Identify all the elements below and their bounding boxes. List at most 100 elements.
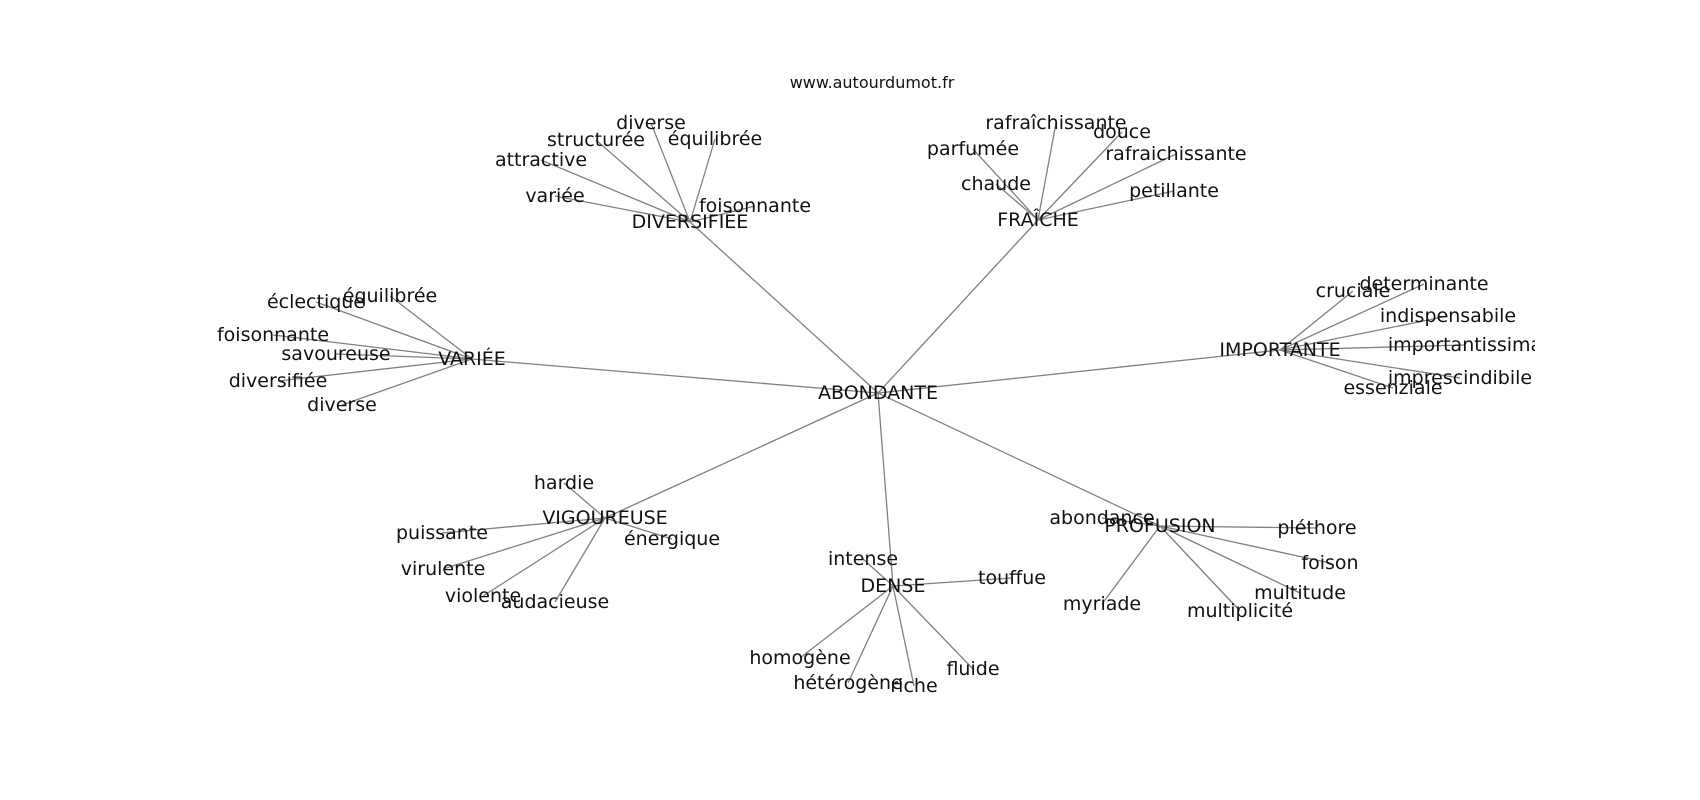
edge-hub-to-leaf — [540, 159, 691, 223]
leaf-node-label: riche — [890, 675, 937, 697]
leaf-node-label: foison — [1301, 552, 1358, 574]
edge-hub-to-leaf — [892, 577, 1013, 587]
edge-hub-to-leaf — [650, 122, 691, 223]
leaf-node-label: éclectique — [267, 291, 365, 313]
leaf-node-label: pléthore — [1277, 517, 1356, 539]
edge-hub-to-leaf — [799, 585, 894, 659]
edge-hub-to-leaf — [1159, 525, 1301, 594]
edge-hub-to-leaf — [847, 585, 894, 684]
root-node-label: ABONDANTE — [818, 382, 938, 404]
hub-node-label: VIGOUREUSE — [542, 507, 667, 529]
leaf-node-label: hétérogène — [793, 672, 902, 694]
edge-hub-to-leaf — [335, 353, 473, 360]
site-url: www.autourdumot.fr — [790, 73, 955, 92]
edge-root-to-hub — [689, 221, 879, 394]
leaf-node-label: équilibrée — [343, 285, 437, 307]
edge-hub-to-leaf — [441, 517, 606, 534]
leaf-node-label: virulente — [401, 558, 486, 580]
edge-hub-to-leaf — [1037, 153, 1177, 221]
edge-hub-to-leaf — [892, 585, 915, 687]
edge-root-to-hub — [471, 358, 879, 394]
edge-hub-to-leaf — [442, 517, 606, 570]
leaf-node-label: équilibrée — [668, 128, 762, 150]
edge-hub-to-leaf — [1279, 344, 1466, 351]
edge-hub-to-leaf — [689, 138, 716, 223]
leaf-node-label: foisonnante — [217, 324, 329, 346]
leaf-node-label: hardie — [534, 472, 594, 494]
hub-node-label: PROFUSION — [1104, 515, 1215, 537]
leaf-node-label: savoureuse — [281, 343, 390, 365]
edge-hub-to-leaf — [1101, 517, 1161, 527]
edge-hub-to-leaf — [1279, 349, 1461, 379]
leaf-node-label: importantissima — [1388, 334, 1542, 356]
edge-hub-to-leaf — [604, 517, 673, 540]
edge-hub-to-leaf — [972, 148, 1039, 221]
leaf-node-label: determinante — [1359, 273, 1488, 295]
leaf-node-label: multitude — [1254, 582, 1346, 604]
leaf-node-label: indispensabile — [1380, 305, 1516, 327]
leaf-node-label: touffue — [978, 567, 1046, 589]
leaf-node-label: diverse — [616, 112, 686, 134]
edge-hub-to-leaf — [482, 517, 606, 597]
edge-hub-to-leaf — [995, 183, 1039, 221]
leaf-node-label: rafraîchissante — [985, 112, 1126, 134]
edge-hub-to-leaf — [689, 205, 756, 223]
edge-hub-to-leaf — [892, 585, 974, 670]
edge-hub-to-leaf — [1279, 290, 1354, 351]
leaf-node-label: homogène — [749, 647, 850, 669]
leaf-node-label: imprescindibile — [1388, 367, 1532, 389]
leaf-node-label: audacieuse — [501, 591, 609, 613]
edge-hub-to-leaf — [1101, 525, 1161, 605]
hub-node-label: DENSE — [861, 575, 926, 597]
edge-hub-to-leaf — [1037, 131, 1123, 221]
leaf-node-label: parfumée — [927, 138, 1019, 160]
leaf-node-label: multiplicité — [1187, 600, 1293, 622]
leaf-node-label: intense — [828, 548, 898, 570]
edge-hub-to-leaf — [554, 517, 606, 603]
edge-hub-to-leaf — [341, 358, 473, 406]
edge-root-to-hub — [604, 392, 879, 519]
leaf-node-label: énergique — [624, 528, 720, 550]
edge-hub-to-leaf — [389, 295, 473, 360]
edge-hub-to-leaf — [315, 301, 473, 360]
leaf-node-label: structurée — [547, 129, 645, 151]
leaf-node-label: attractive — [495, 149, 587, 171]
edge-root-to-hub — [877, 349, 1281, 394]
leaf-node-label: cruciale — [1316, 280, 1391, 302]
leaf-node-label: variée — [525, 185, 584, 207]
edge-hub-to-leaf — [1279, 315, 1449, 351]
edge-hub-to-leaf — [1279, 349, 1394, 389]
edge-hub-to-leaf — [272, 334, 473, 360]
edges — [272, 122, 1466, 687]
leaf-node-label: chaude — [961, 173, 1031, 195]
edge-hub-to-leaf — [1159, 525, 1318, 529]
edge-root-to-hub — [877, 219, 1039, 394]
leaf-node-label: essenziale — [1343, 377, 1442, 399]
edge-hub-to-leaf — [1159, 525, 1241, 612]
leaf-node-label: douce — [1093, 121, 1151, 143]
edge-root-to-hub — [877, 392, 894, 587]
edge-hub-to-leaf — [563, 482, 606, 519]
leaf-node-label: foisonnante — [699, 195, 811, 217]
leaf-node-label: fluide — [946, 658, 999, 680]
leaf-node-label: rafraichissante — [1105, 143, 1246, 165]
hub-node-label: DIVERSIFIÉE — [632, 210, 749, 233]
hub-node-label: VARIÉE — [438, 347, 506, 370]
edge-hub-to-leaf — [277, 358, 473, 382]
leaf-node-label: violente — [445, 585, 521, 607]
leaf-node-label: diverse — [307, 394, 377, 416]
leaf-node-label: abondance — [1049, 507, 1154, 529]
edge-hub-to-leaf — [1279, 283, 1425, 351]
leaf-node-label: petillante — [1129, 180, 1219, 202]
edge-root-to-hub — [877, 392, 1161, 527]
hub-node-label: IMPORTANTE — [1219, 339, 1340, 361]
leaf-node-label: myriade — [1063, 593, 1141, 615]
leaf-node-label: diversifiée — [229, 370, 328, 392]
edge-hub-to-leaf — [595, 139, 691, 223]
leaf-node-label: puissante — [396, 522, 488, 544]
hub-node-label: FRAÎCHE — [997, 208, 1079, 231]
edge-hub-to-leaf — [554, 195, 691, 223]
edge-hub-to-leaf — [1159, 525, 1331, 564]
